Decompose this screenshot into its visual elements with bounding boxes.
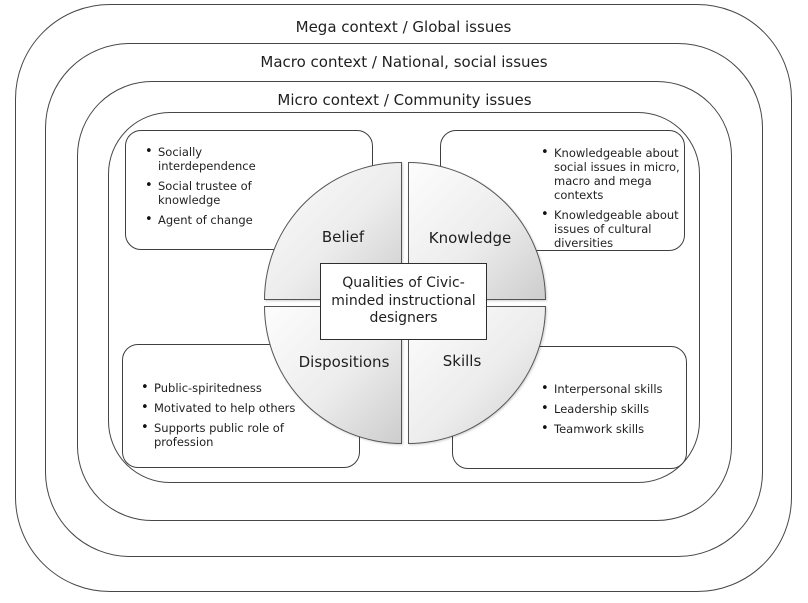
- ring-mega-context: Mega context / Global issues: [15, 4, 792, 592]
- quadrant-dispositions-label: Dispositions: [298, 353, 390, 371]
- ring-inner: [108, 112, 700, 483]
- dispositions-bullet-list: Public-spiritedness Motivated to help ot…: [141, 380, 309, 449]
- bullet-item: Knowledgeable about social issues in mic…: [541, 145, 681, 202]
- knowledge-bullet-list: Knowledgeable about social issues in mic…: [541, 145, 681, 250]
- bullet-item: Leadership skills: [541, 401, 683, 417]
- bullet-item: Supports public role of profession: [141, 420, 309, 449]
- bullet-item: Interpersonal skills: [541, 381, 683, 397]
- center-title: Qualities of Civic-minded instructional …: [331, 274, 476, 327]
- bullet-item: Agent of change: [145, 212, 261, 228]
- bullet-item: Social trustee of knowledge: [145, 178, 261, 207]
- ring-macro-label: Macro context / National, social issues: [260, 53, 548, 71]
- skills-bullet-list: Interpersonal skills Leadership skills T…: [541, 381, 683, 437]
- ring-mega-label: Mega context / Global issues: [295, 18, 512, 36]
- ring-micro-context: Micro context / Community issues: [77, 81, 732, 521]
- center-title-box: Qualities of Civic-minded instructional …: [320, 263, 487, 340]
- quadrant-belief-label: Belief: [321, 228, 365, 246]
- bullet-item: Socially interdependence: [145, 144, 261, 173]
- ring-macro-context: Macro context / National, social issues: [45, 43, 763, 557]
- bullet-item: Motivated to help others: [141, 400, 309, 416]
- bullet-item: Teamwork skills: [541, 421, 683, 437]
- bullet-item: Knowledgeable about issues of cultural d…: [541, 207, 681, 250]
- bullet-item: Public-spiritedness: [141, 380, 309, 396]
- quadrant-skills-label: Skills: [442, 352, 482, 370]
- quadrant-knowledge-label: Knowledge: [428, 229, 512, 247]
- belief-bullet-list: Socially interdependence Social trustee …: [145, 144, 261, 228]
- ring-micro-label: Micro context / Community issues: [277, 91, 532, 109]
